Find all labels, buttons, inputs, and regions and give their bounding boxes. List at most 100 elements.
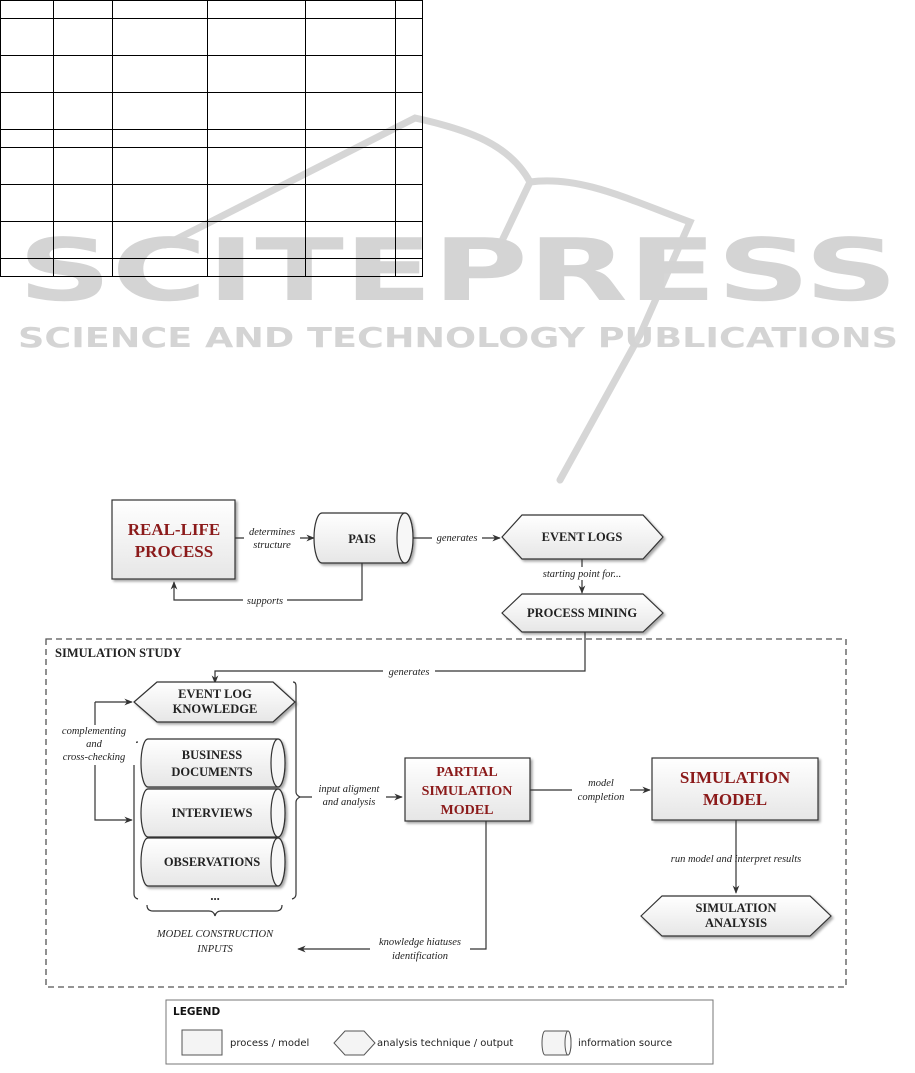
simulation-model-box: SIMULATION MODEL	[651, 757, 819, 821]
label-bg	[530, 567, 635, 580]
model-construction-inputs-line2: INPUTS	[196, 944, 233, 955]
real-life-process-line2: PROCESS	[135, 542, 213, 561]
cylinder-end	[270, 837, 286, 887]
run-model-label: run model and interpret results	[671, 854, 801, 865]
interviews-cylinder: INTERVIEWS	[140, 788, 286, 838]
model-completion-label-line1: model	[588, 778, 614, 789]
table-row	[0, 0, 423, 19]
table-cell	[395, 221, 423, 259]
table-row	[0, 258, 423, 277]
observations-label: OBSERVATIONS	[164, 855, 260, 869]
table-cell	[53, 55, 113, 93]
process-rect	[111, 499, 236, 580]
hexagon-shape	[640, 895, 832, 937]
simulation-study-frame	[45, 638, 847, 988]
legend-item-label: analysis technique / output	[377, 1038, 513, 1049]
input-alignment-label-line2: and analysis	[323, 797, 376, 808]
model-completion-label-line2: completion	[578, 792, 625, 803]
supports-label: supports	[247, 596, 283, 607]
event-log-knowledge-hexagon: EVENT LOG KNOWLEDGE	[133, 681, 296, 723]
label-bg	[572, 776, 630, 806]
table-cell	[207, 55, 306, 93]
partial-simulation-model-line3: MODEL	[441, 803, 494, 818]
simulation-analysis-hexagon: SIMULATION ANALYSIS	[640, 895, 832, 937]
real-life-process-box: REAL-LIFE PROCESS	[111, 499, 236, 580]
table-cell	[395, 184, 423, 222]
label-bg	[370, 935, 470, 965]
table-cell	[112, 184, 208, 222]
watermark-logo	[161, 114, 695, 484]
process-mining-hexagon: PROCESS MINING	[501, 593, 664, 633]
determines-structure-label-line2: structure	[253, 540, 291, 551]
table-cell	[207, 147, 306, 185]
interviews-label: INTERVIEWS	[172, 806, 253, 820]
simulation-study-title: SIMULATION STUDY	[55, 646, 182, 660]
label-bg	[383, 664, 435, 678]
table-cell	[395, 147, 423, 185]
table-cell	[305, 184, 396, 222]
knowledge-hiatuses-arrow	[297, 821, 487, 953]
table-cell	[112, 18, 208, 56]
event-logs-hexagon: EVENT LOGS	[501, 514, 664, 560]
partial-simulation-model-box: PARTIAL SIMULATION MODEL	[404, 757, 531, 822]
table-cell	[0, 221, 54, 259]
partial-simulation-model-line1: PARTIAL	[436, 765, 497, 780]
label-bg	[243, 593, 287, 607]
label-bg	[52, 725, 136, 765]
event-log-knowledge-line2: KNOWLEDGE	[173, 702, 258, 716]
table-cell	[395, 18, 423, 56]
business-documents-cylinder: BUSINESS DOCUMENTS	[140, 738, 286, 788]
label-bg	[244, 525, 300, 553]
cylinder-end	[270, 788, 286, 838]
business-documents-line2: DOCUMENTS	[171, 765, 252, 779]
knowledge-hiatuses-label-line1: knowledge hiatuses	[379, 937, 461, 948]
table-row	[0, 147, 423, 185]
hexagon-shape	[133, 681, 296, 723]
hexagon-shape	[501, 514, 664, 560]
partial-simulation-model-line2: SIMULATION	[422, 784, 513, 799]
table-row	[0, 129, 423, 148]
table-row	[0, 18, 423, 56]
simulation-analysis-line1: SIMULATION	[695, 901, 776, 915]
legend-rectangle-icon	[181, 1029, 223, 1056]
table-cell	[53, 221, 113, 259]
table-cell	[395, 258, 423, 277]
legend: LEGEND process / model analysis techniqu…	[165, 999, 714, 1065]
starting-point-label: starting point for...	[543, 569, 621, 580]
input-alignment-label-line1: input aligment	[319, 784, 381, 795]
cylinder-end	[396, 512, 414, 564]
legend-title: LEGEND	[173, 1006, 220, 1018]
observations-cylinder: OBSERVATIONS	[140, 837, 286, 887]
table-row	[0, 184, 423, 222]
label-bg	[432, 530, 482, 544]
simulation-model-line1: SIMULATION	[680, 768, 791, 787]
pais-label: PAIS	[348, 532, 376, 546]
simulation-model-line2: MODEL	[703, 790, 767, 809]
more-inputs-ellipsis: ...	[210, 889, 219, 903]
table-cell	[0, 92, 54, 130]
process-rect	[404, 757, 531, 822]
label-bg	[312, 780, 386, 810]
business-documents-line1: BUSINESS	[182, 748, 242, 762]
empty-table	[0, 0, 423, 277]
table-row	[0, 221, 423, 259]
watermark-subtitle: SCIENCE AND TECHNOLOGY PUBLICATIONS	[18, 321, 898, 354]
legend-hexagon-icon	[333, 1030, 376, 1056]
legend-cylinder-end	[564, 1030, 572, 1056]
process-mining-label: PROCESS MINING	[527, 606, 637, 620]
process-rect	[651, 757, 819, 821]
table-cell	[0, 18, 54, 56]
pais-cylinder: PAIS	[313, 512, 414, 564]
determines-structure-label-line1: determines	[249, 527, 295, 538]
table-cell	[305, 18, 396, 56]
complementing-label-line1: complementing	[62, 726, 126, 737]
model-construction-inputs-line1: MODEL CONSTRUCTION	[156, 929, 274, 940]
event-logs-label: EVENT LOGS	[542, 530, 623, 544]
inputs-bottom-brace	[146, 904, 283, 917]
complementing-label-line3: cross-checking	[63, 752, 126, 763]
real-life-process-line1: REAL-LIFE	[128, 520, 221, 539]
knowledge-hiatuses-label-line2: identification	[392, 951, 448, 962]
legend-item-label: information source	[578, 1038, 672, 1049]
complementing-label-line2: and	[86, 739, 103, 750]
